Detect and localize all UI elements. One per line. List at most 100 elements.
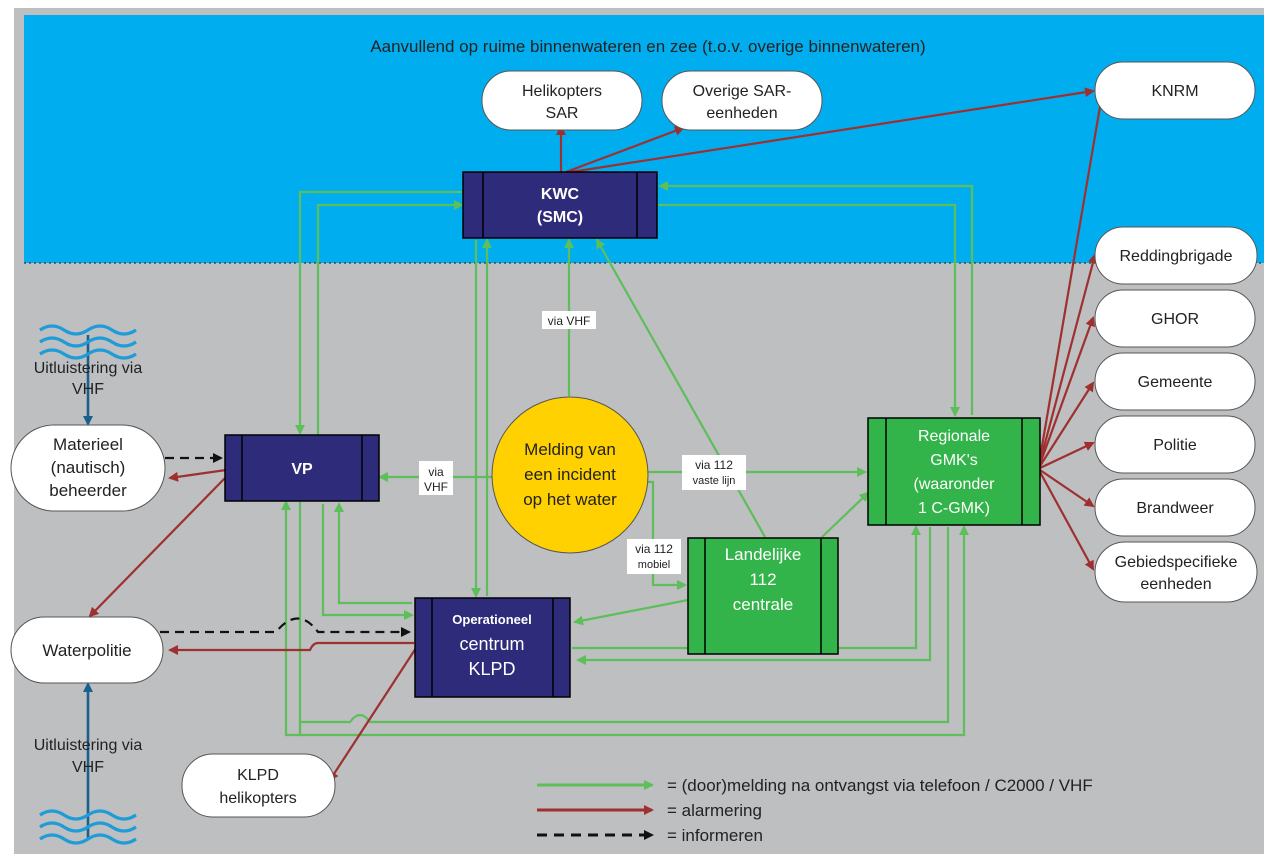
- edge-regionale-to-reddingbrigade: [1038, 253, 1098, 463]
- svg-text:Reddingbrigade: Reddingbrigade: [1120, 248, 1233, 265]
- edge-vp-to-materieel: [168, 468, 227, 482]
- svg-text:Operationeel: Operationeel: [452, 612, 531, 627]
- zone-title: Aanvullend op ruime binnenwateren en zee…: [370, 37, 925, 56]
- svg-text:Overige SAR-: Overige SAR-: [693, 83, 792, 100]
- svg-text:beheerder: beheerder: [49, 481, 127, 500]
- svg-text:VP: VP: [291, 461, 313, 478]
- legend-item-red: = alarmering: [537, 801, 762, 820]
- node-gebiedspecifieke-eenheden: Gebiedspecifieke eenheden: [1094, 541, 1258, 603]
- dashed-arrows: [160, 453, 411, 637]
- svg-text:via 112: via 112: [635, 542, 673, 556]
- svg-text:(SMC): (SMC): [537, 209, 583, 226]
- svg-text:GMK's: GMK's: [930, 452, 978, 469]
- edge-label-via-vhf-top: via VHF: [542, 311, 596, 329]
- node-brandweer: Brandweer: [1094, 478, 1256, 537]
- edge-vp-to-kwc: [316, 200, 464, 435]
- edge-label-via-112-vaste-lijn: via 112 vaste lijn: [682, 455, 746, 490]
- node-regionale-gmk: Regionale GMK's (waaronder 1 C-GMK): [867, 417, 1041, 526]
- svg-text:VHF: VHF: [424, 480, 448, 494]
- node-reddingbrigade: Reddingbrigade: [1094, 226, 1258, 285]
- svg-text:via: via: [428, 465, 444, 479]
- svg-text:KLPD: KLPD: [237, 767, 279, 784]
- edge-vp-to-regionale: [298, 502, 969, 737]
- svg-text:112: 112: [749, 570, 776, 589]
- node-knrm: KNRM: [1094, 61, 1256, 120]
- edge-op-to-waterpolitie: [168, 641, 414, 655]
- svg-text:Waterpolitie: Waterpolitie: [42, 641, 131, 660]
- svg-text:GHOR: GHOR: [1151, 311, 1199, 328]
- svg-text:KNRM: KNRM: [1151, 83, 1198, 100]
- svg-text:(waaronder: (waaronder: [914, 476, 996, 493]
- svg-text:VHF: VHF: [72, 381, 104, 398]
- edge-waterpolitie-to-op: [160, 617, 411, 637]
- node-overige-sar-eenheden: Overige SAR- eenheden: [661, 70, 823, 131]
- svg-text:via VHF: via VHF: [548, 314, 591, 328]
- legend-item-dashed: = informeren: [537, 826, 763, 845]
- edge-regionale-to-gebied: [1039, 471, 1094, 571]
- node-landelijke-112: Landelijke 112 centrale: [687, 537, 839, 655]
- svg-text:Helikopters: Helikopters: [522, 83, 602, 100]
- svg-text:centrum: centrum: [459, 634, 524, 654]
- svg-text:Regionale: Regionale: [918, 428, 990, 445]
- svg-text:een incident: een incident: [524, 465, 616, 484]
- node-melding-incident: Melding van een incident op het water: [491, 396, 649, 554]
- edge-regionale-to-knrm: [1038, 93, 1106, 459]
- svg-text:1 C-GMK): 1 C-GMK): [918, 500, 990, 517]
- legend: = (door)melding na ontvangst via telefoo…: [537, 776, 1093, 845]
- svg-text:= alarmering: = alarmering: [667, 801, 762, 820]
- edge-label-via-112-mobiel: via 112 mobiel: [627, 539, 681, 574]
- edge-op-to-vp: [334, 502, 412, 605]
- svg-text:Materieel: Materieel: [53, 435, 123, 454]
- svg-text:= informeren: = informeren: [667, 826, 763, 845]
- svg-text:Gemeente: Gemeente: [1138, 374, 1213, 391]
- node-vp: VP: [224, 434, 380, 502]
- node-operationeel-centrum-klpd: Operationeel centrum KLPD: [414, 597, 571, 698]
- svg-text:vaste lijn: vaste lijn: [693, 475, 736, 487]
- svg-text:mobiel: mobiel: [638, 559, 670, 571]
- svg-text:op het water: op het water: [523, 490, 617, 509]
- edge-kwc-to-knrm: [570, 87, 1095, 174]
- svg-text:KWC: KWC: [541, 186, 580, 203]
- svg-text:Melding van: Melding van: [524, 440, 616, 459]
- svg-text:VHF: VHF: [72, 759, 104, 776]
- svg-text:Uitluistering via: Uitluistering via: [34, 360, 143, 377]
- svg-text:KLPD: KLPD: [468, 659, 515, 679]
- svg-text:centrale: centrale: [733, 595, 793, 614]
- node-kwc: KWC (SMC): [462, 171, 658, 239]
- node-waterpolitie: Waterpolitie: [10, 616, 164, 684]
- edge-op-to-klpd-heli: [328, 647, 417, 782]
- node-helikopters-sar: Helikopters SAR: [481, 70, 643, 131]
- svg-text:Politie: Politie: [1153, 437, 1197, 454]
- node-politie: Politie: [1094, 415, 1256, 474]
- red-arrows: [88, 87, 1106, 782]
- edge-vp-to-op: [321, 504, 414, 620]
- edge-regionale-to-politie: [1039, 441, 1095, 469]
- edge-op-to-regionale: [572, 525, 921, 650]
- edge-vp-to-waterpolitie: [88, 477, 226, 618]
- edge-regionale-to-kwc: [658, 181, 974, 415]
- node-gemeente: Gemeente: [1094, 352, 1256, 411]
- edge-kwc-to-overige-sar: [565, 126, 685, 174]
- edge-label-via-vhf-left: via VHF: [419, 461, 453, 495]
- wave-icon-bottom: [39, 809, 137, 845]
- legend-item-green: = (door)melding na ontvangst via telefoo…: [537, 776, 1093, 795]
- svg-text:helikopters: helikopters: [219, 790, 296, 807]
- svg-text:eenheden: eenheden: [1140, 576, 1211, 593]
- svg-text:Landelijke: Landelijke: [725, 545, 802, 564]
- node-ghor: GHOR: [1094, 289, 1256, 348]
- edge-landelijke-to-regionale: [821, 491, 870, 538]
- edge-regionale-to-brandweer: [1039, 469, 1095, 508]
- edge-regionale-to-op: [576, 527, 932, 665]
- svg-text:via 112: via 112: [695, 458, 733, 472]
- edge-regionale-to-gemeente: [1039, 381, 1095, 467]
- edge-kwc-to-vp: [295, 190, 462, 435]
- node-materieel-beheerder: Materieel (nautisch) beheerder: [10, 424, 166, 512]
- svg-text:Uitluistering via: Uitluistering via: [34, 737, 143, 754]
- node-klpd-helikopters: KLPD helikopters: [181, 753, 336, 818]
- edge-kwc-to-regionale: [657, 203, 960, 417]
- wave-icon-top: [39, 324, 137, 360]
- label-uitluistering-top: Uitluistering via VHF: [34, 360, 143, 398]
- svg-text:eenheden: eenheden: [706, 105, 777, 122]
